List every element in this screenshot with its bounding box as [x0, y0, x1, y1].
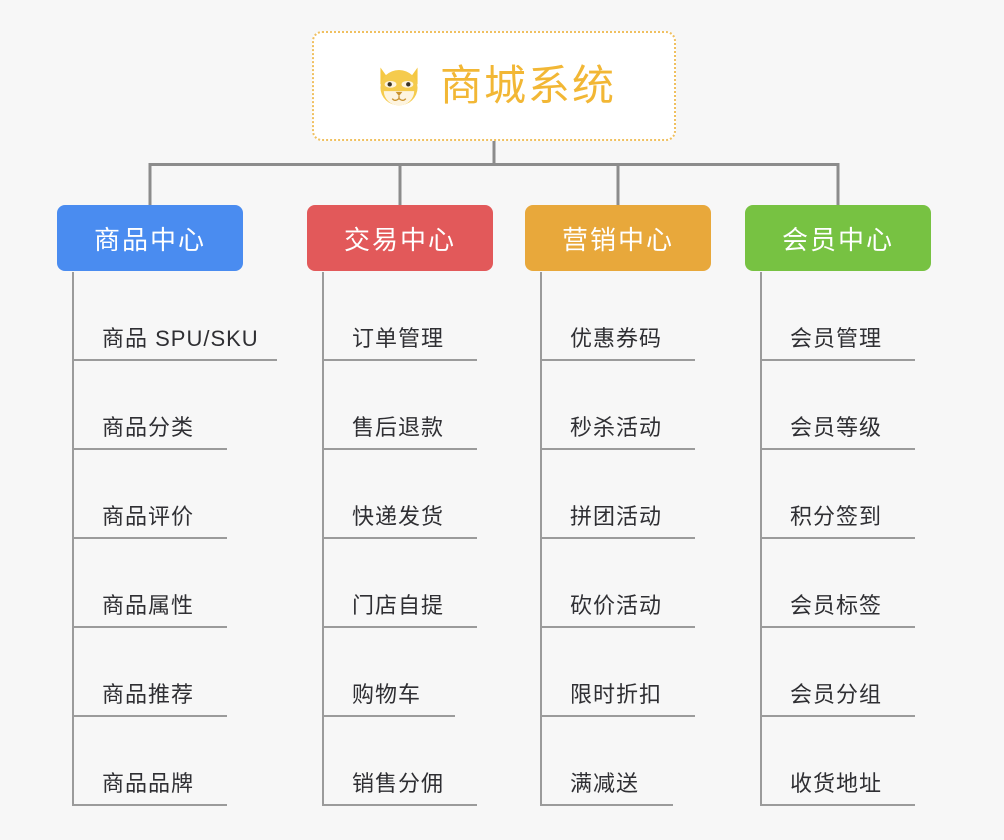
- category-box-trade-center[interactable]: 交易中心: [307, 205, 493, 271]
- leaf-item[interactable]: 优惠券码: [540, 272, 695, 361]
- leaf-item-label: 砍价活动: [570, 593, 663, 618]
- leaf-item-label: 拼团活动: [570, 504, 663, 529]
- leaf-column-marketing-center: 优惠券码秒杀活动拼团活动砍价活动限时折扣满减送: [540, 272, 800, 806]
- leaf-item[interactable]: 商品分类: [72, 361, 227, 450]
- leaf-item[interactable]: 商品评价: [72, 450, 227, 539]
- leaf-item-label: 商品分类: [102, 415, 195, 440]
- leaf-column-product-center: 商品 SPU/SKU 商品分类商品评价商品属性商品推荐商品品牌: [72, 272, 332, 806]
- category-label: 商品中心: [93, 224, 206, 255]
- leaf-item[interactable]: 快递发货: [322, 450, 477, 539]
- leaf-item[interactable]: 会员分组: [760, 628, 915, 717]
- leaf-item-label: 商品品牌: [102, 771, 195, 796]
- leaf-item-label: 商品推荐: [102, 682, 195, 707]
- leaf-column-member-center: 会员管理会员等级积分签到会员标签会员分组收货地址: [760, 272, 1004, 806]
- leaf-item-label: 秒杀活动: [570, 415, 663, 440]
- root-title: 商城系统: [439, 62, 616, 109]
- leaf-item[interactable]: 商品推荐: [72, 628, 227, 717]
- leaf-item[interactable]: 会员标签: [760, 539, 915, 628]
- leaf-item[interactable]: 商品品牌: [72, 717, 227, 806]
- category-label: 营销中心: [561, 224, 674, 255]
- leaf-item-label: 销售分佣: [352, 771, 445, 796]
- column-spine: [540, 272, 542, 806]
- leaf-item[interactable]: 满减送: [540, 717, 673, 806]
- leaf-column-trade-center: 订单管理售后退款快递发货门店自提购物车销售分佣: [322, 272, 582, 806]
- leaf-item-label: 商品属性: [102, 593, 195, 618]
- leaf-item-label: 快递发货: [352, 504, 445, 529]
- leaf-item[interactable]: 门店自提: [322, 539, 477, 628]
- leaf-item[interactable]: 拼团活动: [540, 450, 695, 539]
- leaf-item[interactable]: 限时折扣: [540, 628, 695, 717]
- leaf-item-label: 满减送: [570, 771, 640, 796]
- leaf-item-label: 会员等级: [790, 415, 883, 440]
- category-label: 会员中心: [781, 224, 894, 255]
- leaf-item-label: 积分签到: [790, 504, 883, 529]
- leaf-item-label: 售后退款: [352, 415, 445, 440]
- leaf-item-label: 订单管理: [352, 326, 445, 351]
- leaf-item-label: 限时折扣: [570, 682, 663, 707]
- dog-face-icon: [380, 67, 418, 109]
- leaf-item[interactable]: 积分签到: [760, 450, 915, 539]
- leaf-item-label: 会员管理: [790, 326, 883, 351]
- leaf-item[interactable]: 商品属性: [72, 539, 227, 628]
- column-spine: [72, 272, 74, 806]
- category-box-member-center[interactable]: 会员中心: [745, 205, 931, 271]
- leaf-item-label: 购物车: [352, 682, 422, 707]
- leaf-item-label: 商品评价: [102, 504, 195, 529]
- leaf-item-label: 商品 SPU/SKU: [102, 326, 259, 351]
- column-spine: [322, 272, 324, 806]
- leaf-item[interactable]: 砍价活动: [540, 539, 695, 628]
- leaf-item[interactable]: 商品 SPU/SKU: [72, 272, 277, 361]
- root-node[interactable]: 商城系统: [312, 31, 676, 141]
- leaf-item[interactable]: 会员管理: [760, 272, 915, 361]
- leaf-item-label: 收货地址: [790, 771, 883, 796]
- leaf-item-label: 优惠券码: [570, 326, 663, 351]
- category-box-marketing-center[interactable]: 营销中心: [525, 205, 711, 271]
- leaf-item[interactable]: 售后退款: [322, 361, 477, 450]
- leaf-item-label: 会员标签: [790, 593, 883, 618]
- category-label: 交易中心: [343, 224, 456, 255]
- leaf-item[interactable]: 销售分佣: [322, 717, 477, 806]
- leaf-item-label: 会员分组: [790, 682, 883, 707]
- category-box-product-center[interactable]: 商品中心: [57, 205, 243, 271]
- leaf-item[interactable]: 订单管理: [322, 272, 477, 361]
- column-spine: [760, 272, 762, 806]
- leaf-item[interactable]: 收货地址: [760, 717, 915, 806]
- leaf-item[interactable]: 秒杀活动: [540, 361, 695, 450]
- leaf-item[interactable]: 会员等级: [760, 361, 915, 450]
- leaf-item-label: 门店自提: [352, 593, 445, 618]
- leaf-item[interactable]: 购物车: [322, 628, 455, 717]
